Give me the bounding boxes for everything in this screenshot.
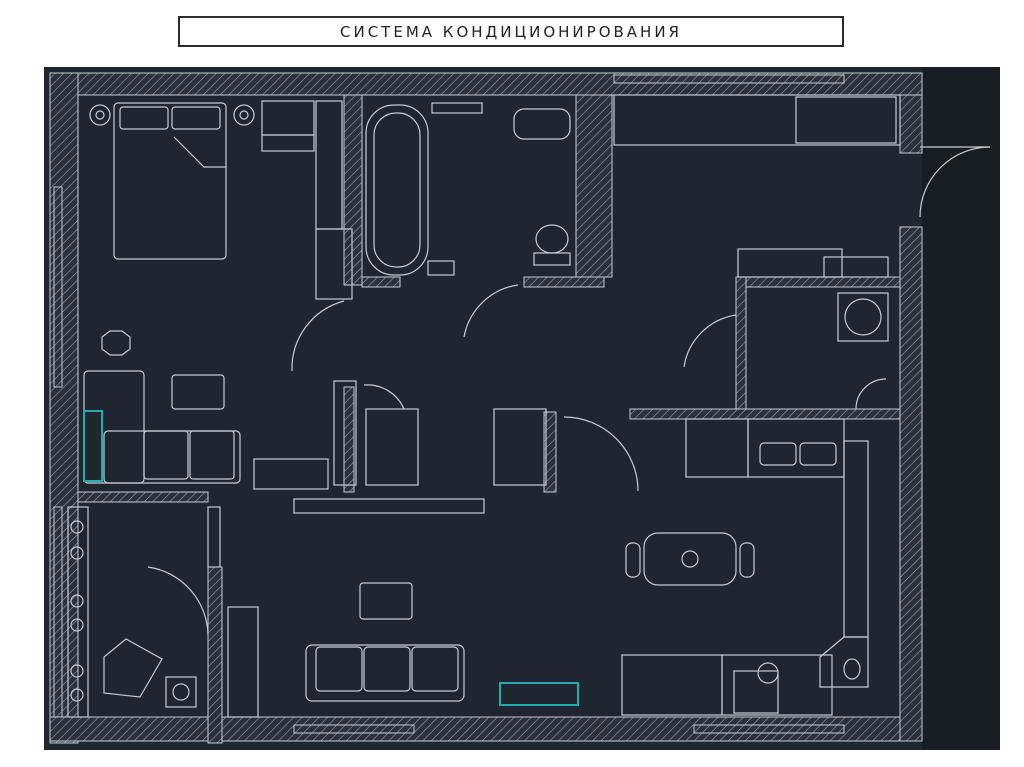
- page-title: СИСТЕМА КОНДИЦИОНИРОВАНИЯ: [340, 22, 682, 41]
- armchair: [103, 638, 163, 698]
- walls: [49, 72, 923, 744]
- dining-table: [643, 532, 737, 586]
- living-sofa: [305, 644, 465, 702]
- bathroom: [365, 102, 571, 338]
- hallway: [613, 94, 991, 410]
- floor-plan: [44, 67, 1000, 750]
- ac-unit-living-room: [499, 682, 579, 706]
- bookshelf: [227, 606, 259, 718]
- shoe-cabinet: [737, 248, 843, 278]
- bathtub: [365, 104, 429, 276]
- windows: [53, 74, 845, 734]
- coffee-table: [171, 374, 225, 410]
- washing-machine: [837, 292, 889, 342]
- balcony: [67, 506, 197, 718]
- double-bed: [113, 102, 227, 260]
- nightstand-lamp-right: [233, 104, 255, 126]
- living-kitchen: [147, 418, 869, 718]
- outer-dark-strip: [922, 67, 1000, 750]
- round-table: [101, 330, 131, 356]
- ac-unit-bedroom: [83, 410, 103, 482]
- side-table: [165, 676, 197, 708]
- tv-table: [359, 582, 413, 620]
- corridor-units: [291, 300, 639, 514]
- title-banner: СИСТЕМА КОНДИЦИОНИРОВАНИЯ: [178, 16, 844, 47]
- washbasin: [513, 108, 571, 140]
- nightstand-lamp-left: [89, 104, 111, 126]
